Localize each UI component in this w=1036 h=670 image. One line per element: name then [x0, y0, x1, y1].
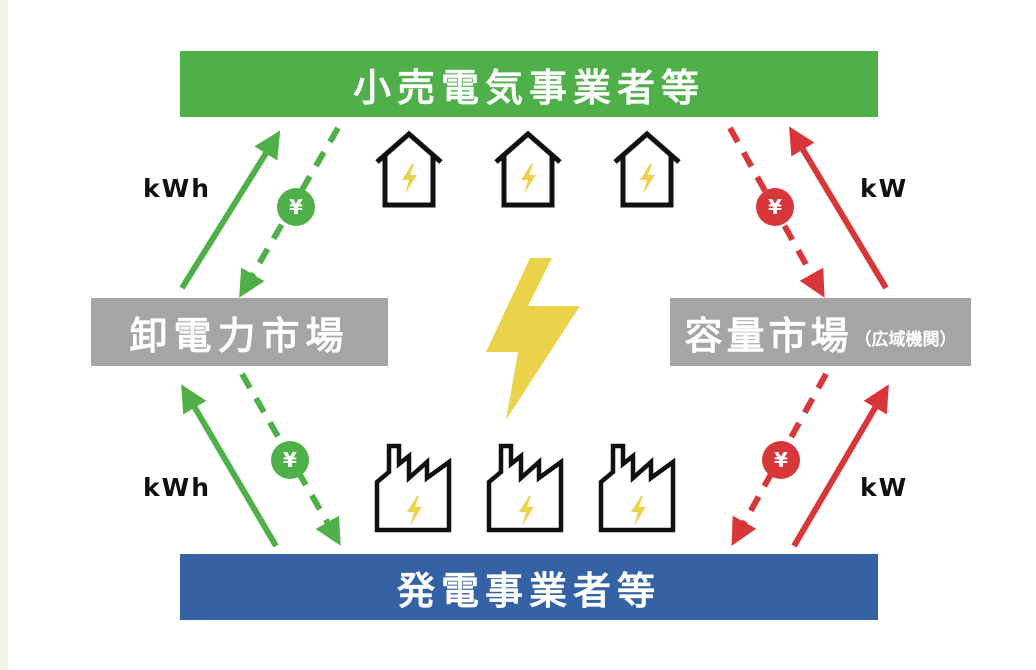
- yen-coin-icon: ¥: [756, 188, 794, 226]
- lightning-bolt-icon: [486, 258, 580, 420]
- kw-arrow-lower: [791, 384, 889, 548]
- yen-coin-icon: ¥: [762, 441, 800, 479]
- svg-text:¥: ¥: [768, 195, 782, 219]
- svg-text:¥: ¥: [283, 448, 297, 472]
- wholesale-label: 卸電力市場: [129, 313, 350, 358]
- capacity-label: 容量市場: [684, 313, 853, 358]
- yen-coin-icon: ¥: [277, 188, 315, 226]
- retail-label: 小売電気事業者等: [352, 65, 705, 110]
- house-icon: [496, 134, 560, 205]
- factory-icon: [601, 446, 673, 530]
- factory-icon: [489, 446, 561, 530]
- capacity-market-box: 容量市場（広域機関）: [670, 298, 971, 366]
- factory-icon: [377, 446, 449, 530]
- kw-label-bottom: kW: [860, 473, 908, 502]
- kwh-arrow-upper: [179, 130, 281, 290]
- house-icon: [615, 134, 679, 205]
- power-generation-provider-box: 発電事業者等: [180, 554, 878, 620]
- diagram-canvas: ¥ ¥ ¥ ¥ kWh kWh kW kW 小売電気事業者等: [8, 0, 1036, 670]
- svg-text:¥: ¥: [289, 195, 303, 219]
- capacity-note: （広域機関）: [854, 329, 957, 350]
- wholesale-market-box: 卸電力市場: [91, 298, 388, 366]
- house-icon: [377, 134, 441, 205]
- kwh-label-bottom: kWh: [143, 473, 211, 502]
- flow-graphics: ¥ ¥ ¥ ¥ kWh kWh kW kW: [143, 126, 908, 548]
- kwh-arrow-lower: [181, 384, 279, 548]
- kwh-label-top: kWh: [143, 174, 211, 203]
- yen-coin-icon: ¥: [271, 441, 309, 479]
- svg-text:¥: ¥: [774, 448, 788, 472]
- kw-label-top: kW: [860, 174, 908, 203]
- generation-label: 発電事業者等: [396, 568, 661, 613]
- retail-electricity-provider-box: 小売電気事業者等: [180, 51, 878, 117]
- kw-arrow-upper: [789, 126, 889, 290]
